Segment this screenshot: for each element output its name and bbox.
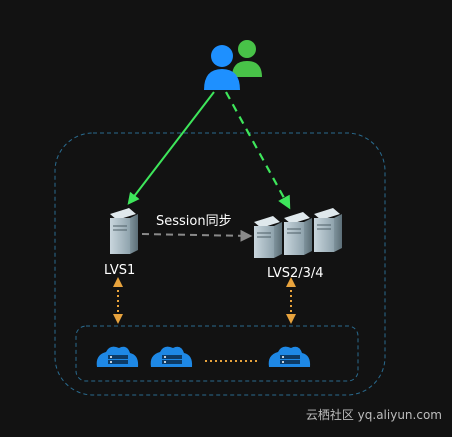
lvs3-server-icon <box>284 212 312 255</box>
lvs1-server-icon <box>110 208 138 254</box>
cloud-server-icon <box>150 346 193 367</box>
lvs-group-label: LVS2/3/4 <box>267 266 324 281</box>
users-icon <box>204 40 262 90</box>
session-sync-arrow <box>141 229 253 242</box>
watermark: 云栖社区 yq.aliyun.com <box>305 408 442 422</box>
lvs1-label: LVS1 <box>104 263 136 278</box>
lvs2-server-icon <box>254 216 282 258</box>
outer-cluster-boundary <box>54 132 386 396</box>
cloud-server-icon <box>268 346 311 367</box>
client-to-lvs1-arrow <box>127 91 215 205</box>
real-server-pool-boundary <box>75 325 359 382</box>
lvs4-server-icon <box>314 208 342 252</box>
client-to-lvs-group-arrow <box>225 91 291 210</box>
session-sync-label: Session同步 <box>156 214 232 229</box>
cloud-server-icon <box>96 346 139 367</box>
